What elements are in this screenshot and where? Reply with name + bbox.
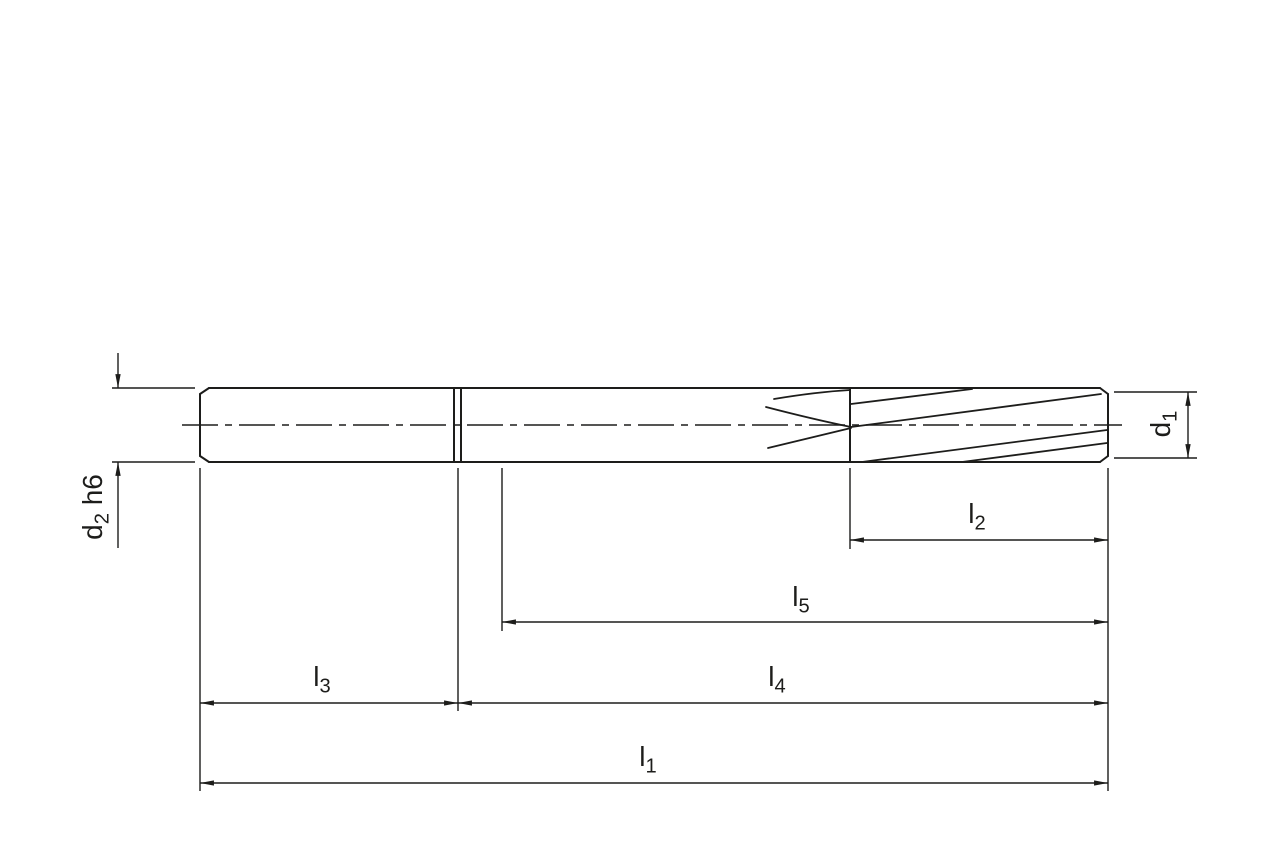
label-l5-base: l (792, 581, 799, 612)
label-l2: l2 (968, 498, 985, 534)
label-l5-sub: 5 (798, 595, 810, 618)
label-l5: l5 (792, 581, 809, 617)
label-l2-base: l (968, 498, 975, 529)
label-l2-sub: 2 (974, 512, 986, 535)
dimension-lines (115, 353, 1191, 786)
extension-lines (112, 387, 1197, 791)
label-d2-base: d (77, 524, 108, 540)
label-l3-base: l (313, 661, 320, 692)
label-l1-sub: 1 (645, 755, 657, 778)
label-l4-sub: 4 (774, 675, 786, 698)
flute-lines (765, 388, 1108, 463)
label-d2-suffix: h6 (77, 474, 108, 514)
label-d2-h6: d2 h6 (77, 474, 114, 540)
label-d1: d1 (1145, 411, 1182, 438)
label-l3: l3 (313, 661, 330, 697)
label-l1-base: l (639, 741, 646, 772)
label-d1-sub: 1 (1159, 410, 1182, 422)
label-d2-sub: 2 (91, 513, 114, 525)
label-l4-base: l (768, 661, 775, 692)
label-d1-base: d (1145, 421, 1176, 438)
reamer-outline (199, 387, 1109, 463)
label-l1: l1 (639, 741, 656, 777)
label-l4: l4 (768, 661, 785, 697)
label-l3-sub: 3 (319, 675, 331, 698)
